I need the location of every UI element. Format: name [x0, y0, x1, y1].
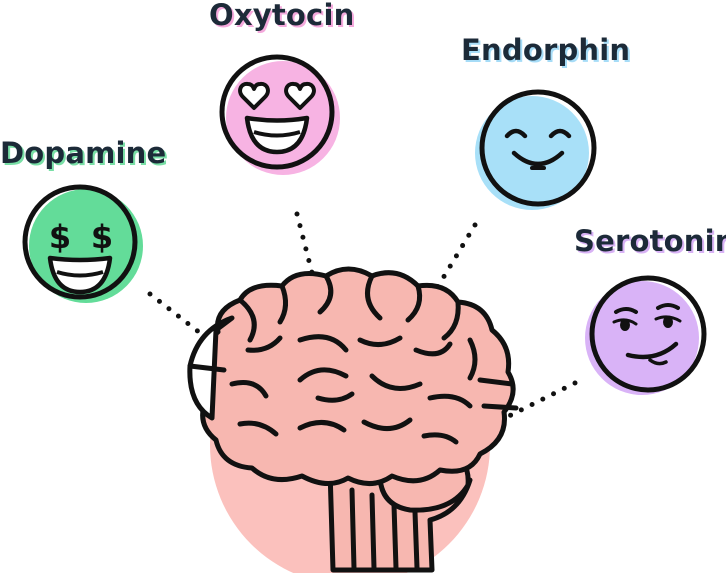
endorphin-face-icon [475, 89, 597, 210]
label-endorphin: Endorphin [461, 33, 631, 67]
brain-icon [187, 266, 519, 573]
label-oxytocin: Oxytocin [209, 0, 355, 32]
label-serotonin: Serotonin [574, 224, 726, 258]
label-dopamine: Dopamine [0, 136, 167, 170]
svg-text:$: $ [49, 218, 71, 256]
svg-text:$: $ [91, 218, 113, 256]
oxytocin-face-icon [219, 54, 340, 175]
connector-endorphin [425, 222, 478, 306]
connector-serotonin [502, 380, 578, 421]
connector-dopamine [147, 291, 225, 353]
serotonin-face-icon [585, 275, 707, 395]
dopamine-face-icon: $ $ [22, 184, 143, 303]
